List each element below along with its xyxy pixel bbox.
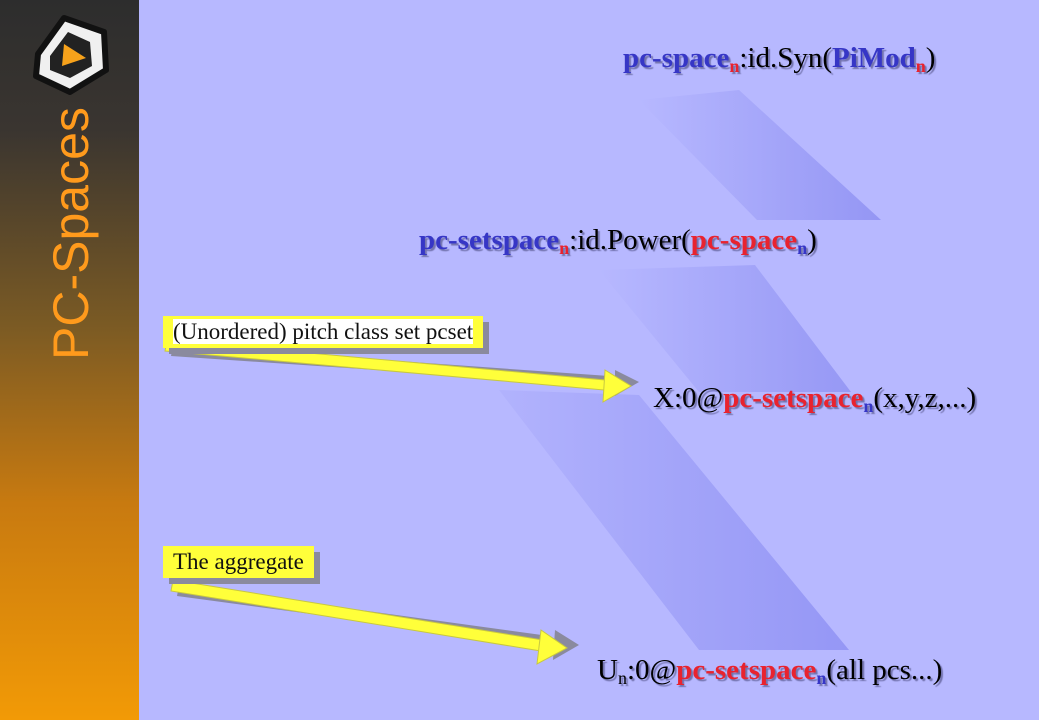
triangle-logo-icon — [33, 15, 109, 95]
arrow-pcset — [164, 339, 639, 403]
label-pcset: (Unordered) pitch class set pcset — [163, 316, 484, 348]
slide-content: pc-spacen:id.Syn(PiModn) pc-setspacen:id… — [139, 0, 1039, 720]
formula-aggregate: Un:0@pc-setspacen(all pcs...) — [597, 654, 943, 688]
projection-shape-bottom — [499, 390, 849, 650]
sidebar: PC-Spaces — [0, 0, 139, 720]
formula-syn: pc-spacen:id.Syn(PiModn) — [623, 42, 936, 76]
formula-pcset: X:0@pc-setspacen(x,y,z,...) — [653, 382, 977, 416]
formula-power: pc-setspacen:id.Power(pc-spacen) — [419, 224, 817, 258]
projection-shapes — [164, 90, 881, 665]
arrow-aggregate — [170, 579, 579, 665]
label-aggregate: The aggregate — [163, 546, 314, 578]
projection-shape-top — [639, 90, 881, 220]
sidebar-title: PC-Spaces — [43, 107, 99, 360]
projection-shape-middle — [599, 265, 851, 392]
